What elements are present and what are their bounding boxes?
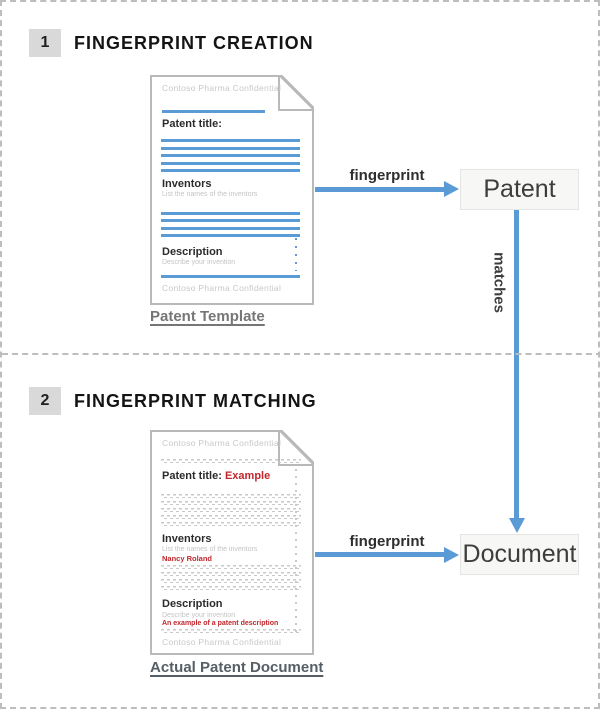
matches-label: matches [490, 252, 508, 313]
section-1-title: FINGERPRINT CREATION [74, 33, 314, 53]
ruled-line [161, 139, 300, 142]
section-2-title: FINGERPRINT MATCHING [74, 391, 317, 411]
handwritten-line [161, 579, 301, 583]
handwritten-line [161, 501, 301, 505]
fingerprint-arrow-2 [315, 552, 444, 557]
ruled-line [161, 219, 300, 222]
ruled-line [161, 154, 300, 157]
ruled-line [161, 227, 300, 230]
doc-header-watermark: Contoso Pharma Confidential [162, 438, 282, 448]
actual-patent-document: Contoso Pharma Confidential Patent title… [150, 430, 314, 655]
handwritten-line [161, 522, 301, 526]
doc-footer-watermark: Contoso Pharma Confidential [162, 637, 282, 647]
inventors-label: Inventors [162, 178, 212, 190]
inventors-value: Nancy Roland [162, 554, 213, 563]
handwritten-line [161, 565, 301, 569]
ruled-line [161, 169, 300, 172]
section-divider [2, 353, 598, 355]
dotted-continuation-line [295, 238, 297, 271]
description-label: Description [162, 598, 223, 610]
handwritten-line [161, 572, 301, 576]
dotted-continuation-line [295, 469, 297, 634]
handwritten-line [161, 515, 301, 519]
document-result-box: Document [460, 534, 579, 575]
arrow-head-right-icon [444, 181, 459, 197]
patent-template-document: Contoso Pharma Confidential Patent title… [150, 75, 314, 305]
fingerprint-arrow-1 [315, 187, 444, 192]
fingerprint-arrow-label-2: fingerprint [349, 533, 425, 550]
ruled-line [161, 234, 300, 237]
fingerprint-arrow-label-1: fingerprint [349, 167, 425, 184]
handwritten-line [161, 494, 301, 498]
description-label: Description [162, 246, 223, 258]
ruled-line [161, 275, 300, 278]
actual-patent-document-caption: Actual Patent Document [150, 659, 324, 676]
ruled-line [161, 147, 300, 150]
description-hint: Describe your invention [162, 612, 236, 619]
patent-title-label: Patent title: [162, 118, 222, 130]
step-2-number-badge: 2 [29, 387, 61, 415]
matches-arrow [514, 210, 519, 519]
patent-title-label: Patent title: [162, 470, 222, 482]
handwritten-line [161, 586, 301, 590]
inventors-hint: List the names of the inventors [162, 191, 258, 198]
arrow-head-down-icon [509, 518, 525, 533]
ruled-line [161, 212, 300, 215]
patent-result-box: Patent [460, 169, 579, 210]
patent-template-caption: Patent Template [150, 308, 265, 325]
handwritten-line [161, 459, 301, 463]
patent-title-line: Patent title: Example [162, 470, 270, 482]
doc-footer-watermark: Contoso Pharma Confidential [162, 283, 282, 293]
step-1-number-badge: 1 [29, 29, 61, 57]
inventors-label: Inventors [162, 533, 212, 545]
inventors-hint: List the names of the inventors [162, 546, 258, 553]
ruled-line [161, 162, 300, 165]
handwritten-line [161, 508, 301, 512]
ruled-line [162, 110, 265, 113]
arrow-head-right-icon [444, 547, 459, 563]
description-value: An example of a patent description [162, 620, 279, 627]
page-fold-icon [278, 75, 314, 111]
patent-title-value: Example [224, 470, 271, 482]
handwritten-line [161, 629, 301, 633]
description-hint: Describe your invention [162, 259, 236, 266]
doc-header-watermark: Contoso Pharma Confidential [162, 83, 282, 93]
